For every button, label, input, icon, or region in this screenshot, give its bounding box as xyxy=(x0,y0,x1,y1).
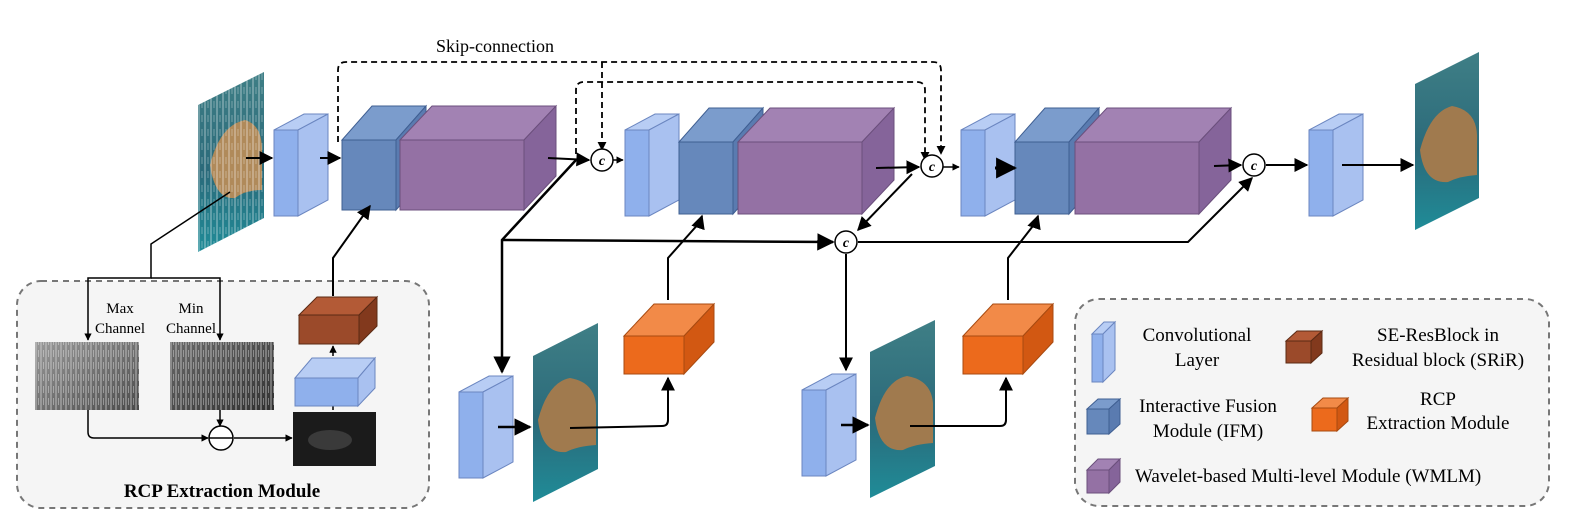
legend-box xyxy=(1074,298,1550,507)
wmlm-block-3 xyxy=(1073,106,1233,216)
skip-connection-label: Skip-connection xyxy=(436,36,554,56)
skip-connection-outer xyxy=(337,61,946,155)
max-channel-label-1: Max xyxy=(106,301,134,317)
legend-conv-label-1: Convolutional xyxy=(1143,325,1252,346)
input-rainy-image xyxy=(198,72,264,252)
concat-node-2: c xyxy=(920,154,944,178)
concat-symbol: c xyxy=(599,154,606,169)
concat-symbol: c xyxy=(929,160,936,175)
skip-connection-inner-b xyxy=(575,81,930,161)
legend-ifm-label-1: Interactive Fusion xyxy=(1139,396,1277,417)
legend-wmlm-icon xyxy=(1085,457,1122,495)
legend-rcp-label-1: RCP xyxy=(1420,389,1456,410)
rcp-module-conv-layer xyxy=(293,356,377,408)
min-channel-label-1: Min xyxy=(178,301,204,317)
legend-rcp-icon xyxy=(1310,396,1350,433)
max-channel-label-2: Channel xyxy=(95,321,145,337)
concat-node-3: c xyxy=(834,230,858,254)
flow-arrows xyxy=(84,151,1415,442)
max-channel-image xyxy=(35,342,139,410)
subtract-operator xyxy=(208,425,234,451)
rcp-module-srir-block xyxy=(297,295,379,346)
legend-srir-label-2: Residual block (SRiR) xyxy=(1352,350,1524,371)
wmlm-block-2 xyxy=(736,106,896,216)
concat-node-1: c xyxy=(590,148,614,172)
branch-image-2 xyxy=(870,320,935,498)
rcp-block-2 xyxy=(961,302,1055,376)
conv-layer-2 xyxy=(624,113,680,217)
wmlm-block-1 xyxy=(398,104,558,212)
rcp-module-title: RCP Extraction Module xyxy=(124,481,320,502)
concat-node-4: c xyxy=(1242,153,1266,177)
conv-layer-branch-1 xyxy=(458,375,514,479)
min-channel-image xyxy=(170,342,274,410)
concat-symbol: c xyxy=(1251,159,1258,174)
branch-image-1 xyxy=(533,323,598,502)
output-derained-image xyxy=(1415,52,1479,230)
rcp-block-1 xyxy=(622,302,716,376)
conv-layer-3 xyxy=(960,113,1016,217)
legend-rcp-label-2: Extraction Module xyxy=(1367,413,1510,434)
legend-srir-icon xyxy=(1284,329,1324,365)
legend-srir-label-1: SE-ResBlock in xyxy=(1377,325,1499,346)
legend-conv-label-2: Layer xyxy=(1175,350,1220,371)
legend-conv-icon xyxy=(1090,320,1117,384)
rcp-output-image xyxy=(293,412,376,466)
conv-layer-1 xyxy=(273,113,329,217)
concat-symbol: c xyxy=(843,236,850,251)
min-channel-label-2: Channel xyxy=(166,321,216,337)
legend-wmlm-label: Wavelet-based Multi-level Module (WMLM) xyxy=(1135,466,1481,487)
legend-ifm-icon xyxy=(1085,397,1122,436)
legend-ifm-label-2: Module (IFM) xyxy=(1153,421,1263,442)
